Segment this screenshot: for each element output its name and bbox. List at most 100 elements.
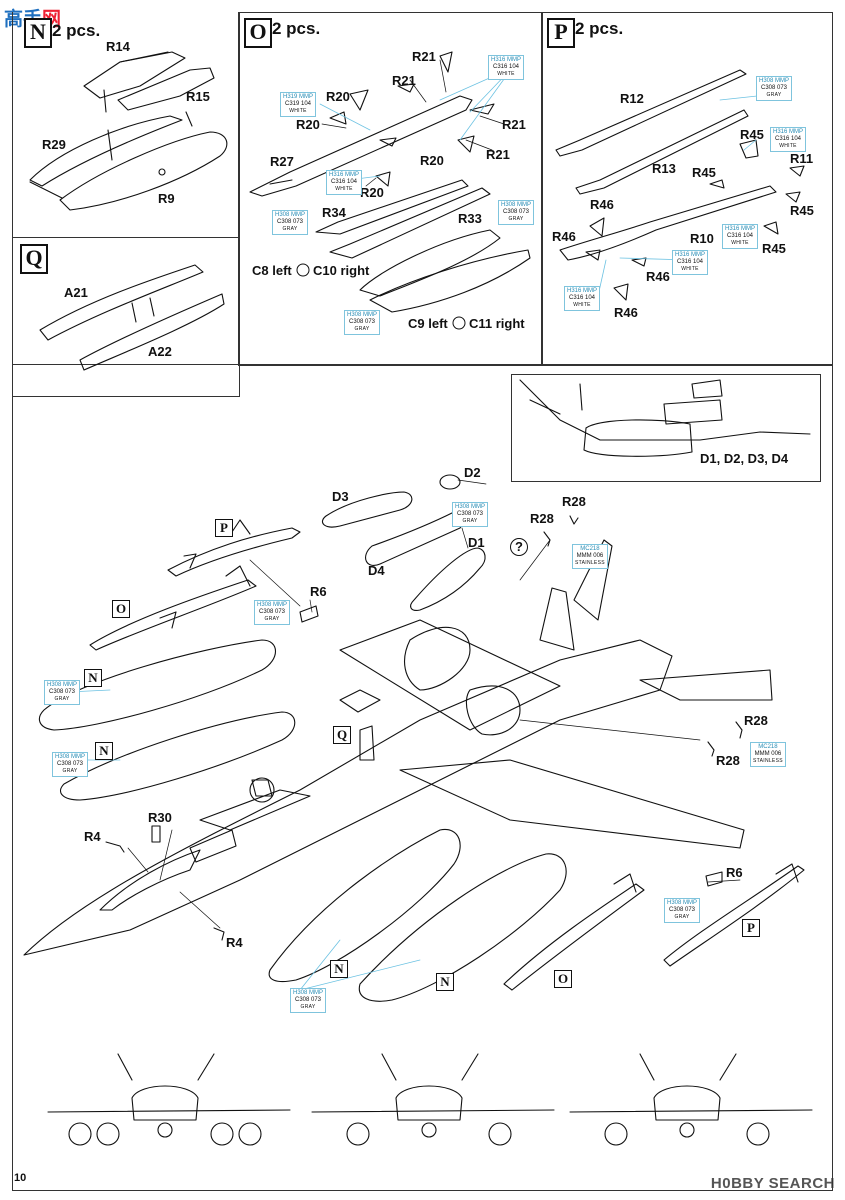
hobbysearch-watermark: H0BBY SEARCH [710,1175,835,1192]
part-label-r28-c: R28 [744,713,768,728]
part-label-r28-d: R28 [716,753,740,768]
part-label-r46-d: R46 [614,305,638,320]
part-label-r20-d: R20 [360,185,384,200]
main-frame [12,364,833,1191]
callout-n-2: N [95,742,113,760]
part-label-r11: R11 [790,151,814,166]
part-label-r27: R27 [270,154,294,169]
part-label-r4-a: R4 [84,829,101,844]
part-label-r34: R34 [322,205,346,220]
question-mark-icon: ? [510,538,528,556]
panel-o-count: 2 pcs. [272,19,321,38]
part-label-r4-b: R4 [226,935,243,950]
part-label-r12: R12 [620,91,644,106]
panel-q-frame [12,237,240,397]
part-label-r6-b: R6 [726,865,743,880]
page-number: 10 [14,1172,27,1184]
note-c11-right: C11 right [469,316,525,331]
part-label-r20-b: R20 [296,117,320,132]
note-c10-right: C10 right [313,263,370,278]
callout-n-4: N [436,973,454,991]
note-c9-left: C9 left [408,316,448,331]
panel-q-letter: Q [20,244,48,274]
main-aircraft-art [23,474,805,1002]
part-label-r28-b: R28 [530,511,554,526]
part-label-r21-a: R21 [412,49,436,64]
callout-q: Q [333,726,351,744]
callout-n-3: N [330,960,348,978]
part-label-d3: D3 [332,489,349,504]
callout-p-upper: P [215,519,233,537]
panel-p-art [555,69,805,301]
callout-o-upper: O [112,600,130,618]
paint-leaders [67,67,777,991]
part-label-r28-a: R28 [562,494,586,509]
part-label-d2: D2 [464,465,481,480]
part-label-r6-a: R6 [310,584,327,599]
part-label-r9: R9 [158,191,175,206]
panel-q-art [39,264,225,371]
part-label-r14: R14 [106,39,130,54]
part-label-r20-a: R20 [326,89,350,104]
part-label-r46-c: R46 [646,269,670,284]
part-label-r15: R15 [186,89,210,104]
part-label-r21-b: R21 [392,73,416,88]
part-label-r21-d: R21 [486,147,510,162]
callout-p-lower: P [742,919,760,937]
left-right-symbols [296,263,466,330]
part-label-r33: R33 [458,211,482,226]
part-label-r46-a: R46 [590,197,614,212]
part-label-a22: A22 [148,344,172,359]
part-leaders [127,59,741,929]
part-label-r45-d: R45 [762,241,786,256]
callout-o-lower: O [554,970,572,988]
part-label-r29: R29 [42,137,66,152]
part-label-r46-b: R46 [552,229,576,244]
panel-n-letter: N [24,18,52,48]
part-label-r30: R30 [148,810,172,825]
panel-p-letter: P [547,18,575,48]
part-label-r20-c: R20 [420,153,444,168]
panel-o-art [249,51,531,313]
part-label-r45-b: R45 [692,165,716,180]
panel-n-count: 2 pcs. [52,21,101,40]
part-label-r45-c: R45 [790,203,814,218]
callout-n-1: N [84,669,102,687]
panel-p-frame [541,12,833,366]
front-views-art [47,1053,813,1146]
part-label-a21: A21 [64,285,88,300]
part-label-r10: R10 [690,231,714,246]
part-label-r13: R13 [652,161,676,176]
part-label-d4: D4 [368,563,385,578]
part-label-r45-a: R45 [740,127,764,142]
detail-inset-frame [511,374,821,482]
panel-p-count: 2 pcs. [575,19,624,38]
detail-parts-label: D1, D2, D3, D4 [700,451,789,466]
detail-inset-art [519,379,811,457]
panel-n-art [29,51,228,211]
part-label-r21-c: R21 [502,117,526,132]
panel-o-letter: O [244,18,272,48]
part-label-d1: D1 [468,535,485,550]
